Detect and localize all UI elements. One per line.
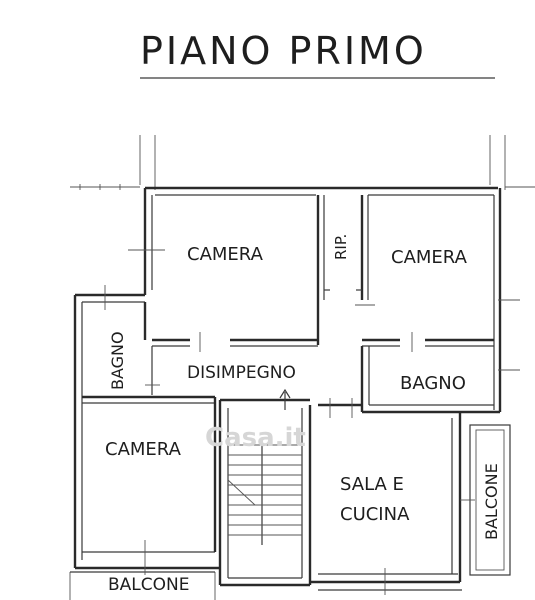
openings [104, 249, 520, 595]
room-label-camera-bottom-left: CAMERA [105, 439, 182, 460]
room-label-balcone-right: BALCONE [482, 463, 501, 540]
room-label-ripostiglio: RIP. [332, 234, 350, 260]
interior-walls [82, 195, 494, 552]
staircase [227, 388, 303, 578]
watermark: Casa.it [205, 423, 306, 453]
context-lines [69, 135, 535, 600]
room-label-bagno-right: BAGNO [400, 373, 466, 394]
room-label-camera-top-right: CAMERA [391, 247, 468, 268]
room-label-camera-top-left: CAMERA [187, 244, 264, 265]
room-label-bagno-left: BAGNO [108, 331, 127, 390]
plan-title: PIANO PRIMO [140, 29, 427, 73]
room-label-disimpegno: DISIMPEGNO [187, 363, 296, 383]
room-label-sala-line1: SALA E [340, 474, 404, 495]
room-label-balcone-bottom: BALCONE [108, 575, 189, 595]
room-label-sala-line2: CUCINA [340, 504, 410, 525]
